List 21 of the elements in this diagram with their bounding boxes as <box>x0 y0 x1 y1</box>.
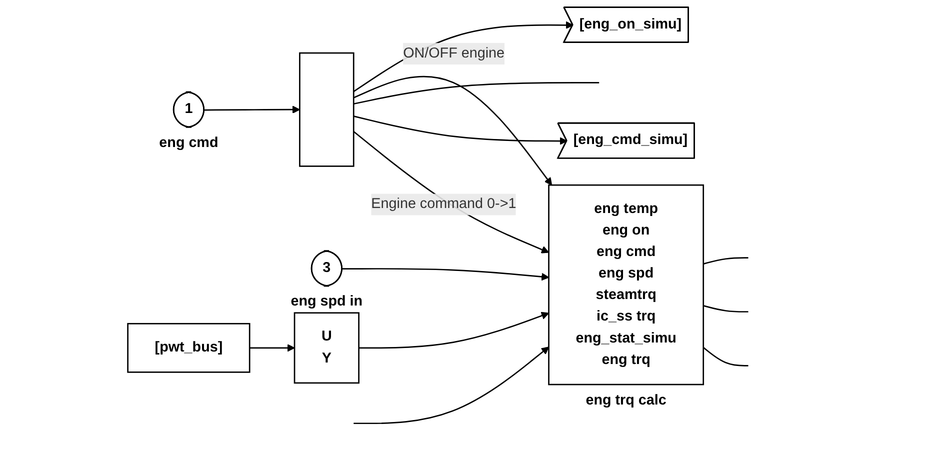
arrow <box>342 268 550 281</box>
connector <box>703 257 748 265</box>
arrow <box>358 312 550 349</box>
connector <box>703 305 748 312</box>
arrow <box>353 116 568 145</box>
arrow <box>353 130 550 254</box>
edge-label: Engine command 0->1 <box>371 196 516 212</box>
connector <box>702 346 748 366</box>
arrow <box>204 106 300 114</box>
arrow <box>353 76 552 186</box>
block-caption: eng spd in <box>290 294 363 310</box>
connector <box>353 82 600 105</box>
block-caption: eng cmd <box>159 134 218 151</box>
node-box: [pwt_bus] <box>127 322 250 373</box>
node-box: U Y <box>294 312 360 384</box>
arrow <box>354 346 550 424</box>
node-bar <box>299 52 354 167</box>
arrow <box>250 344 295 352</box>
block-caption: eng trq calc <box>586 392 666 408</box>
edge-label: ON/OFF engine <box>403 46 505 61</box>
node-box: eng temp eng on eng cmd eng spd steamtrq ic_ss trq eng_stat_simu eng trq <box>548 184 704 386</box>
